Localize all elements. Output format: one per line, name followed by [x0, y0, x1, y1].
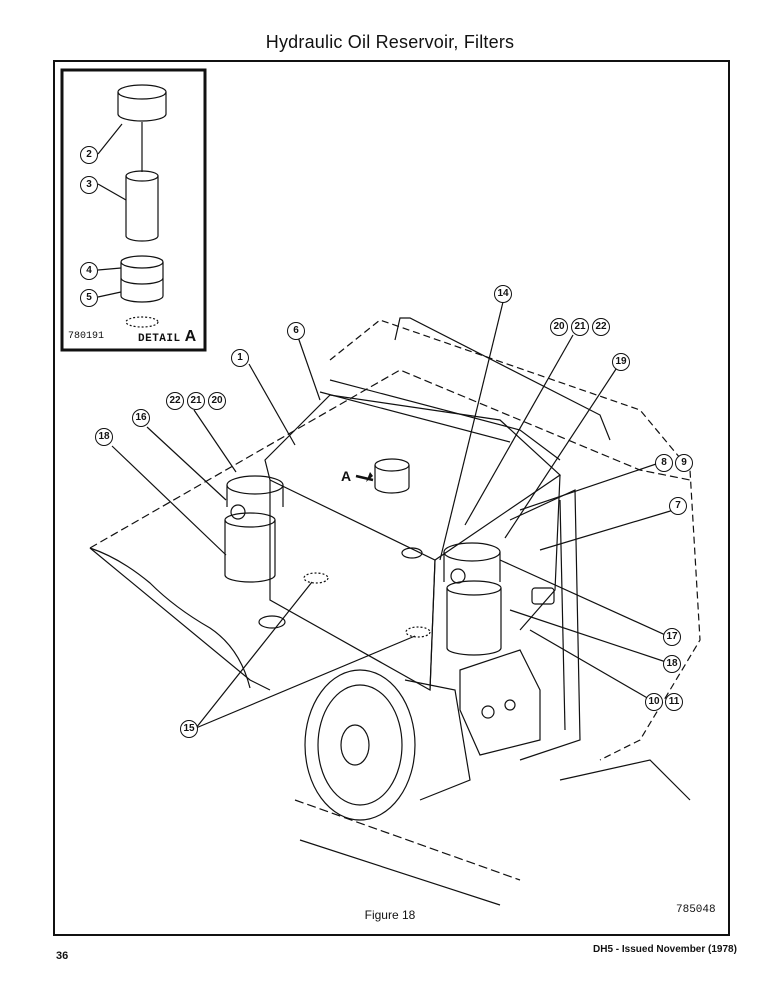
- detail-label-text: DETAIL: [138, 333, 181, 345]
- callout-20-top: 20: [550, 318, 568, 336]
- page-title: Hydraulic Oil Reservoir, Filters: [265, 32, 515, 52]
- callout-7: 7: [669, 497, 687, 515]
- callout-16: 16: [132, 409, 150, 427]
- callout-19: 19: [612, 353, 630, 371]
- callout-22-top: 22: [592, 318, 610, 336]
- callout-18-left: 18: [95, 428, 113, 446]
- callout-21-left: 21: [187, 392, 205, 410]
- callout-6: 6: [287, 322, 305, 340]
- callout-9: 9: [675, 454, 693, 472]
- callout-2: 2: [80, 146, 98, 164]
- callout-4: 4: [80, 262, 98, 280]
- callout-10: 10: [645, 693, 663, 711]
- detail-a-box: [60, 68, 207, 352]
- callout-1: 1: [231, 349, 249, 367]
- callout-8: 8: [655, 454, 673, 472]
- callout-21-top: 21: [571, 318, 589, 336]
- callout-22-left: 22: [166, 392, 184, 410]
- drawing-number: 785048: [676, 904, 716, 916]
- figure-caption: Figure 18: [364, 908, 416, 922]
- callout-18-right: 18: [663, 655, 681, 673]
- detail-letter: A: [184, 328, 197, 345]
- callout-14: 14: [494, 285, 512, 303]
- callout-3: 3: [80, 176, 98, 194]
- issue-info: DH5 - Issued November (1978): [593, 944, 737, 955]
- detail-drawing-number: 780191: [68, 331, 105, 342]
- callout-15: 15: [180, 720, 198, 738]
- callout-5: 5: [80, 289, 98, 307]
- callout-11: 11: [665, 693, 683, 711]
- figure-frame: [53, 60, 730, 936]
- view-arrow-letter: A: [341, 468, 352, 484]
- page-number: 36: [56, 950, 69, 962]
- callout-17: 17: [663, 628, 681, 646]
- callout-20-left: 20: [208, 392, 226, 410]
